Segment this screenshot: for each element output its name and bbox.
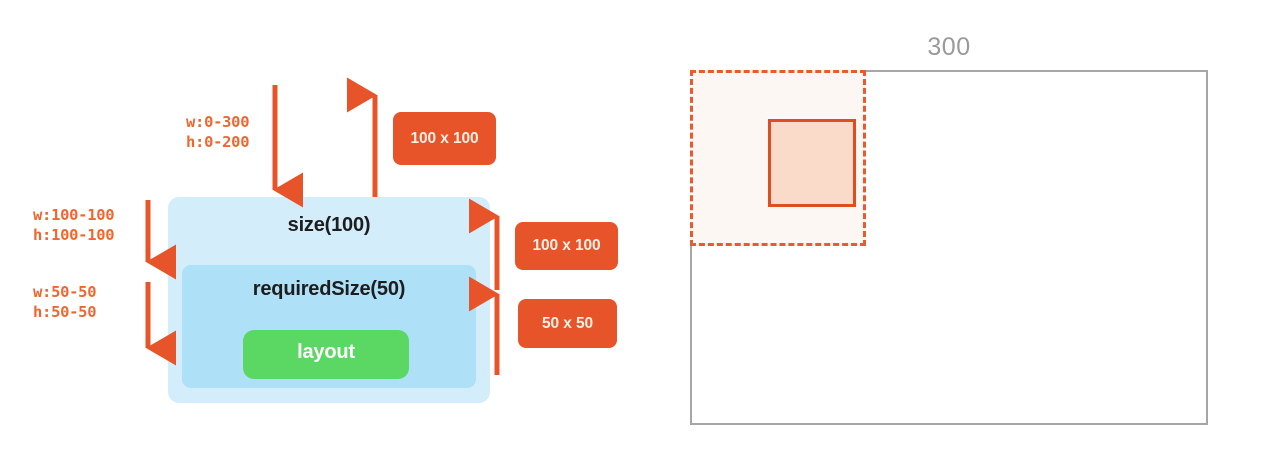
- right-diagram-panel: 300 200: [660, 0, 1280, 462]
- constraint-label-size: w:100-100 h:100-100: [33, 206, 115, 245]
- required-size-box: requiredSize(50) layout: [182, 265, 476, 388]
- layout-button-label: layout: [297, 341, 355, 363]
- constraint-label-incoming: w:0-300 h:0-200: [186, 113, 250, 152]
- badge-top-measured-size: 100 x 100: [393, 112, 496, 165]
- layout-button[interactable]: layout: [243, 330, 409, 379]
- left-diagram-panel: w:0-300 h:0-200 w:100-100 h:100-100 w:50…: [33, 77, 618, 403]
- parent-bounds-rect: [690, 70, 1208, 425]
- child-rendered-rect: [768, 119, 856, 207]
- available-space-rect: [690, 70, 866, 246]
- size-box-label: size(100): [287, 214, 371, 236]
- parent-width-label: 300: [927, 33, 971, 61]
- required-size-box-label: requiredSize(50): [252, 278, 406, 300]
- badge-bot-measured-size: 50 x 50: [518, 299, 617, 348]
- size-box: size(100) requiredSize(50) layout: [168, 197, 490, 403]
- badge-mid-measured-size: 100 x 100: [515, 222, 618, 270]
- constraint-label-required-size: w:50-50 h:50-50: [33, 283, 97, 322]
